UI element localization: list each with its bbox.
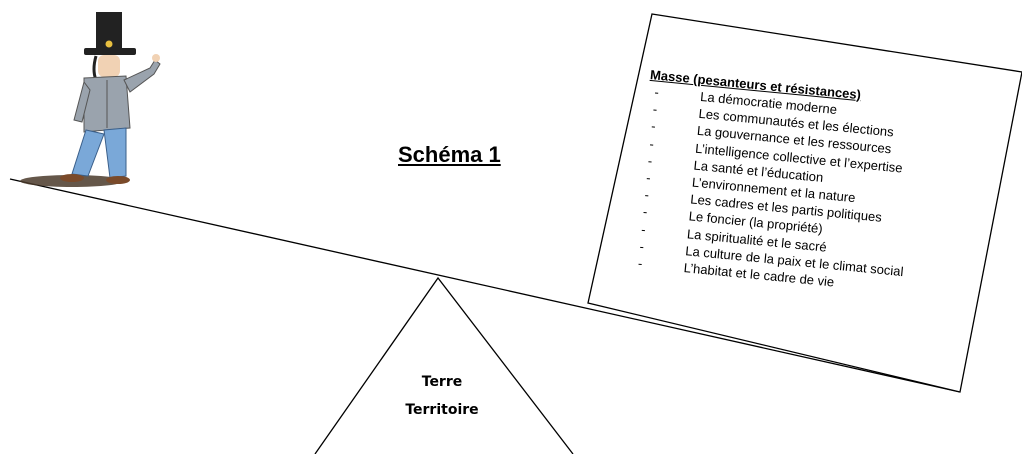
bullet-dash: - [653,84,660,100]
mass-box-content: Masse (pesanteurs et résistances) -La dé… [631,66,969,302]
bullet-dash: - [638,238,645,254]
diagram-title: Schéma 1 [398,142,501,167]
fulcrum-label-terre: Terre [421,374,463,390]
bullet-dash: - [643,187,650,203]
bullet-dash: - [642,204,649,220]
character-figure [20,12,161,187]
bullet-dash: - [640,221,647,237]
balance-beam [9,178,961,393]
fulcrum-triangle [314,276,574,454]
mass-box [587,13,1022,393]
bullet-dash: - [645,170,652,186]
bullet-dash: - [648,135,655,152]
bullet-dash: - [652,101,658,117]
bullet-dash: - [650,118,657,135]
fulcrum-label-territoire: Territoire [405,402,479,418]
bullet-dash: - [647,152,653,169]
bullet-dash: - [637,255,644,271]
